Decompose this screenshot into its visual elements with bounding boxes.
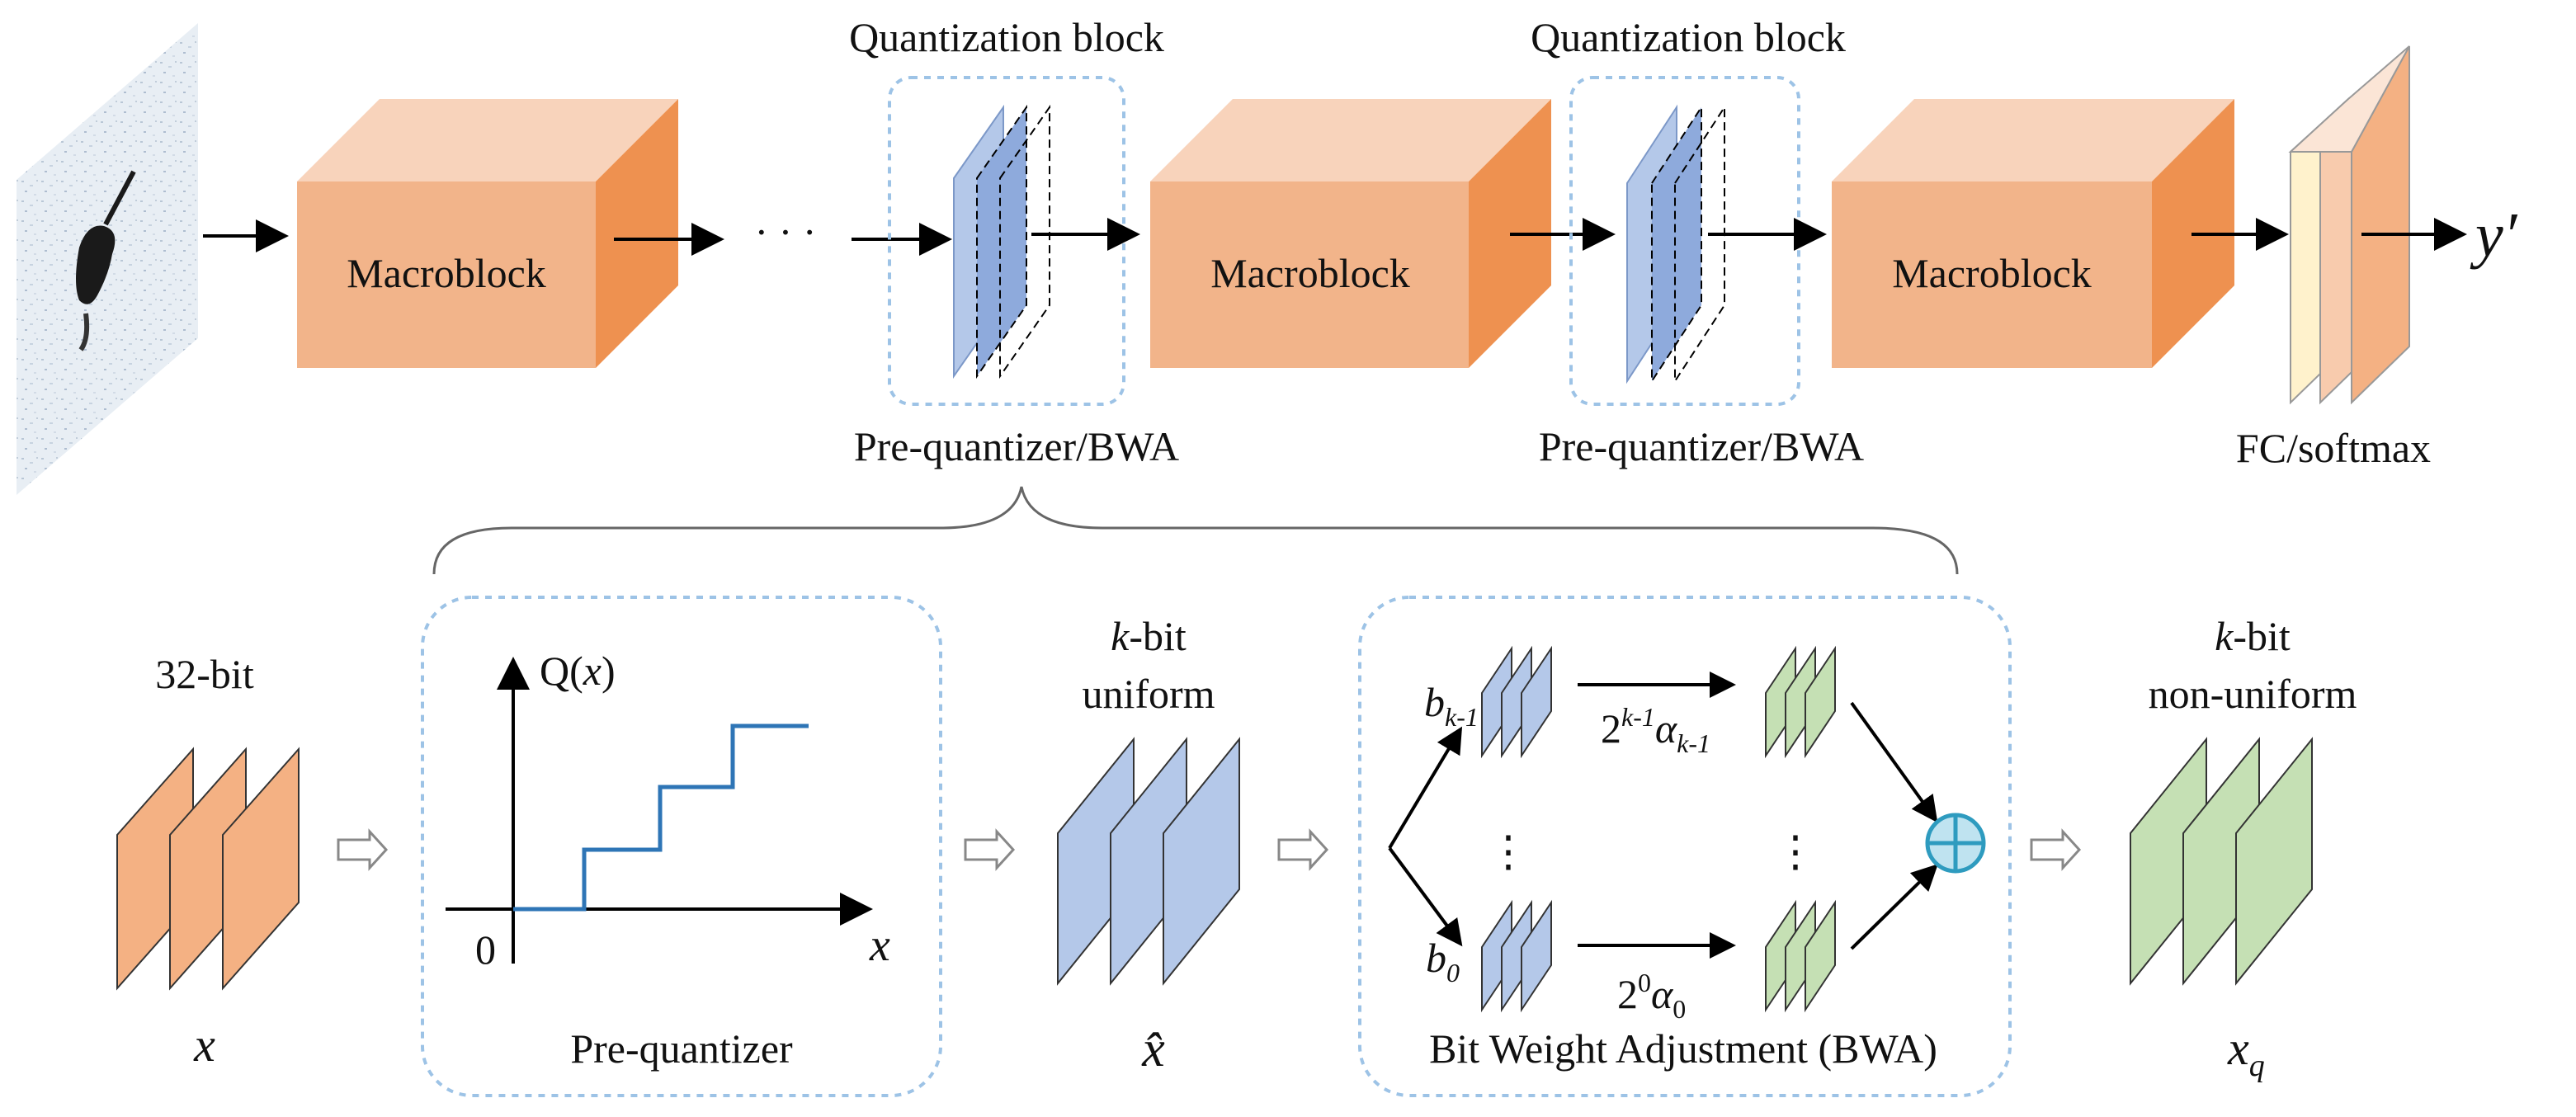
uniform-feature-maps [1057, 737, 1240, 986]
input-bits-label: 32-bit [155, 651, 254, 697]
uniform-var: x̂ [1141, 1021, 1165, 1077]
input-feature-maps [116, 747, 300, 991]
macroblock-1-label: Macroblock [347, 250, 546, 296]
prequant-bwa-1-label: Pre-quantizer/BWA [854, 423, 1179, 469]
bwa-to-sum-top [1850, 701, 1938, 823]
macroblock-1: Macroblock [297, 99, 678, 368]
macroblock-3-label: Macroblock [1892, 250, 2092, 296]
bwa-weighted-top [1765, 645, 1836, 759]
nonuniform-k-bit: k-bit [2215, 613, 2291, 659]
bwa-fork-up [1388, 726, 1463, 850]
bwa-weight-top: 2k-1αk-1 [1601, 702, 1710, 758]
output-label: y′ [2470, 200, 2518, 270]
fc-softmax-label: FC/softmax [2236, 425, 2431, 471]
hollow-arrow-1 [337, 828, 389, 871]
macroblock-2-label: Macroblock [1210, 250, 1410, 296]
hollow-arrow-3 [1277, 828, 1329, 871]
quantization-step-curve [513, 723, 809, 912]
quant-block-1-layers [953, 104, 1050, 379]
macroblock-3: Macroblock [1832, 99, 2234, 368]
bwa-b-bottom: b0 [1426, 935, 1460, 987]
prequantizer-label: Pre-quantizer [570, 1025, 793, 1072]
bwa-label: Bit Weight Adjustment (BWA) [1429, 1025, 1937, 1072]
nonuniform-label: non-uniform [2149, 671, 2357, 717]
nonuniform-feature-maps [2130, 737, 2313, 986]
bwa-weighted-bottom [1765, 899, 1836, 1013]
bwa-weight-bottom: 20α0 [1617, 968, 1686, 1024]
bwa-to-sum-bottom [1850, 864, 1938, 950]
uniform-k-bit: k-bit [1111, 613, 1187, 659]
input-image [17, 23, 198, 495]
bwa-dots-right: ⋮ [1774, 829, 1817, 876]
ellipsis: · · · [755, 209, 817, 255]
input-var: x [193, 1018, 215, 1072]
bwa-bitplanes-bottom [1481, 899, 1552, 1013]
bwa-bitplanes-top [1481, 645, 1552, 759]
quant-block-1-frame [888, 76, 1125, 406]
graph-func-label: Q(x) [540, 648, 616, 694]
sum-icon [1925, 813, 1986, 874]
prequantizer-graph: Q(x) 0 x [446, 648, 890, 973]
quant-block-2-title: Quantization block [1531, 14, 1846, 60]
macroblock-2: Macroblock [1150, 99, 1551, 368]
graph-origin: 0 [475, 926, 496, 973]
nonuniform-var: xq [2227, 1021, 2265, 1083]
bwa-b-top: bk-1 [1424, 679, 1479, 732]
bwa-dots-left: ⋮ [1487, 829, 1530, 876]
bwa-fork-down [1388, 846, 1463, 947]
expansion-brace [432, 486, 1959, 575]
graph-xaxis-label: x [869, 920, 890, 971]
prequantizer-frame [421, 596, 942, 1097]
quant-block-1-title: Quantization block [849, 14, 1164, 60]
fc-softmax-block [2288, 45, 2410, 405]
hollow-arrow-4 [2030, 828, 2082, 871]
uniform-label: uniform [1082, 671, 1215, 717]
quant-block-2-layers [1626, 104, 1725, 384]
hollow-arrow-2 [964, 828, 1016, 871]
prequant-bwa-2-label: Pre-quantizer/BWA [1539, 423, 1864, 469]
